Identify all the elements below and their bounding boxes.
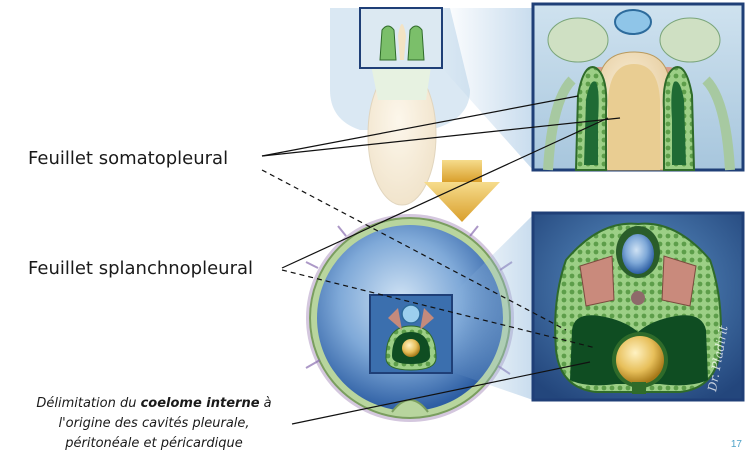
delim-line1-bold: coelome interne	[141, 396, 260, 411]
delim-line3: péritonéale et péricardique	[65, 436, 242, 451]
label-coelom-delimitation: Délimitation du coelome interne à l'orig…	[20, 394, 288, 454]
label-splanchnopleural: Feuillet splanchnopleural	[28, 258, 253, 279]
zoom-marker-bottom	[370, 295, 452, 373]
label-somatopleural: Feuillet somatopleural	[28, 148, 228, 169]
zoom-panel-top	[533, 4, 743, 170]
delim-line2: l'origine des cavités pleurale,	[58, 416, 249, 431]
delim-line1-after: à	[260, 396, 272, 411]
slide-number: 17	[731, 439, 742, 450]
zoom-marker-top	[360, 8, 442, 68]
transition-arrow	[424, 160, 500, 222]
delim-line1-before: Délimitation du	[36, 396, 140, 411]
